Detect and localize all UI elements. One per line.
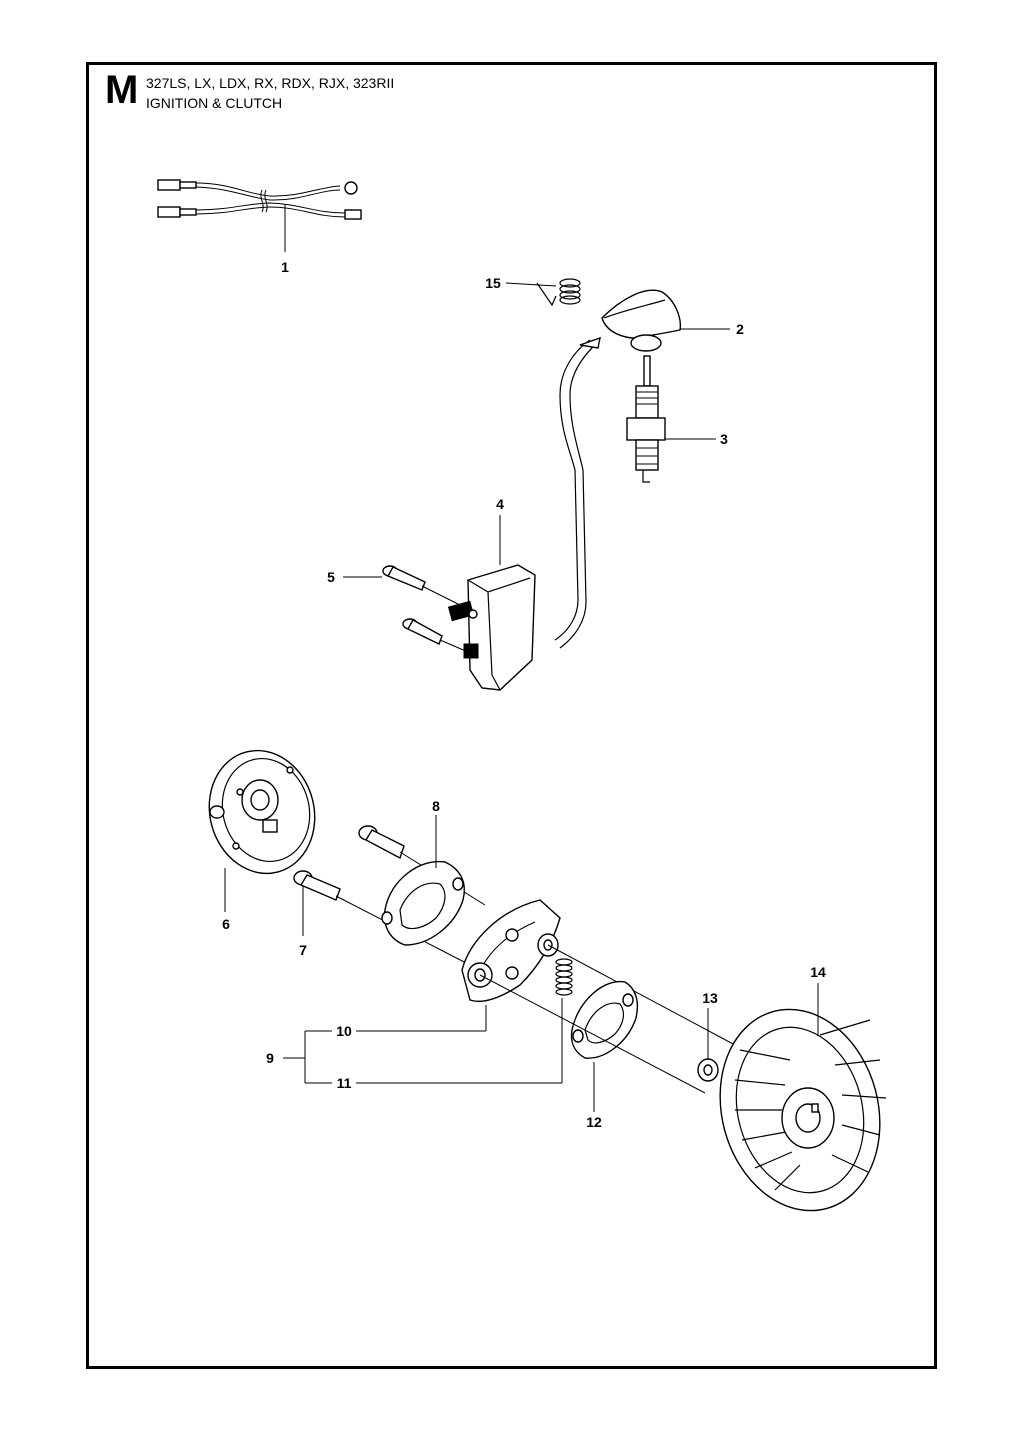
callout-15: 15 bbox=[485, 275, 501, 291]
part-screws-module bbox=[382, 565, 469, 653]
part-plate-lower bbox=[479, 974, 706, 1094]
callout-13: 13 bbox=[702, 990, 718, 1006]
callout-2: 2 bbox=[736, 321, 744, 337]
part-ignition-lead bbox=[554, 336, 601, 649]
model-list: 327LS, LX, LDX, RX, RDX, RJX, 323RII bbox=[146, 75, 395, 91]
callout-7: 7 bbox=[299, 942, 307, 958]
callout-1: 1 bbox=[281, 259, 289, 275]
callout-5: 5 bbox=[327, 569, 335, 585]
callout-11: 11 bbox=[337, 1075, 352, 1091]
part-spark-plug-cap bbox=[601, 289, 682, 352]
callout-12: 12 bbox=[586, 1114, 602, 1130]
part-ignition-module bbox=[447, 564, 536, 691]
section-letter: M bbox=[105, 68, 139, 112]
callout-9: 9 bbox=[266, 1050, 274, 1066]
part-spring bbox=[536, 278, 581, 307]
callout-3: 3 bbox=[720, 431, 728, 447]
callout-4: 4 bbox=[496, 496, 504, 512]
callout-10: 10 bbox=[336, 1023, 352, 1039]
callout-8: 8 bbox=[432, 798, 440, 814]
page-frame bbox=[86, 62, 937, 1369]
callout-bracket bbox=[283, 998, 563, 1084]
part-wiring-harness bbox=[157, 179, 362, 220]
section-title: IGNITION & CLUTCH bbox=[146, 95, 283, 111]
part-plate-upper bbox=[381, 860, 465, 946]
callout-14: 14 bbox=[810, 964, 826, 980]
part-spark-plug bbox=[626, 355, 666, 483]
part-clutch-drum bbox=[208, 749, 316, 875]
part-nut bbox=[697, 1058, 719, 1082]
part-flywheel bbox=[719, 1008, 887, 1212]
callout-6: 6 bbox=[222, 916, 230, 932]
part-clutch-spring bbox=[555, 958, 573, 996]
